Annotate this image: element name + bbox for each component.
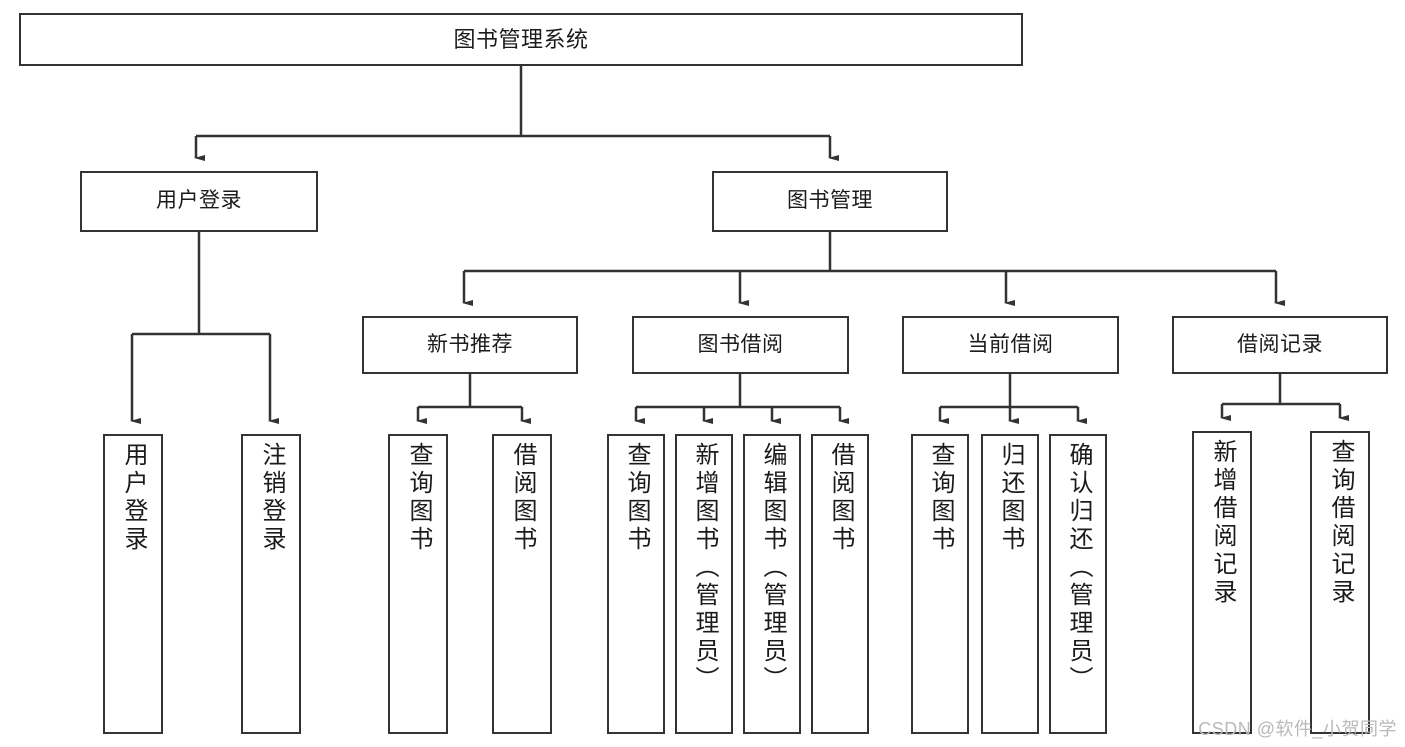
node-label: 借阅图书 [827,442,854,554]
node-label: 图书借阅 [697,332,784,356]
node-leaf-add-book[interactable]: 新增图书（管理员） [675,434,733,734]
node-leaf-query-book-1[interactable]: 查询图书 [388,434,448,734]
node-label: 借阅图书 [509,442,536,554]
node-borrow-record[interactable]: 借阅记录 [1172,316,1388,374]
node-label: 用户登录 [120,442,147,554]
node-label: 新书推荐 [427,332,513,356]
node-book-borrow[interactable]: 图书借阅 [632,316,849,374]
node-label: 新增图书（管理员） [691,442,718,694]
node-label: 编辑图书（管理员） [759,442,786,694]
node-new-book-recommend[interactable]: 新书推荐 [362,316,578,374]
node-leaf-query-book-2[interactable]: 查询图书 [607,434,665,734]
node-leaf-borrow-book-2[interactable]: 借阅图书 [811,434,869,734]
node-label: 新增借阅记录 [1209,439,1236,607]
node-label: 用户登录 [156,189,242,213]
node-label: 查询借阅记录 [1327,439,1354,607]
node-label: 查询图书 [623,442,650,554]
node-label: 查询图书 [927,442,954,554]
node-root-system[interactable]: 图书管理系统 [19,13,1023,66]
node-leaf-user-login[interactable]: 用户登录 [103,434,163,734]
node-label: 归还图书 [997,442,1024,554]
node-label: 图书管理 [787,189,873,213]
node-label: 借阅记录 [1237,332,1323,356]
node-leaf-return-book[interactable]: 归还图书 [981,434,1039,734]
node-leaf-add-record[interactable]: 新增借阅记录 [1192,431,1252,734]
node-label: 确认归还（管理员） [1065,442,1092,694]
node-leaf-query-record[interactable]: 查询借阅记录 [1310,431,1370,734]
csdn-watermark: CSDN @软件_小贺同学 [1198,719,1397,739]
node-label: 当前借阅 [967,332,1054,356]
node-leaf-borrow-book-1[interactable]: 借阅图书 [492,434,552,734]
node-current-borrow[interactable]: 当前借阅 [902,316,1119,374]
node-label: 查询图书 [405,442,432,554]
node-leaf-edit-book[interactable]: 编辑图书（管理员） [743,434,801,734]
node-leaf-query-book-3[interactable]: 查询图书 [911,434,969,734]
node-label: 注销登录 [258,442,285,554]
node-leaf-logout-login[interactable]: 注销登录 [241,434,301,734]
node-leaf-confirm-return[interactable]: 确认归还（管理员） [1049,434,1107,734]
node-label: 图书管理系统 [453,26,589,52]
node-book-manage[interactable]: 图书管理 [712,171,948,232]
node-user-login[interactable]: 用户登录 [80,171,318,232]
